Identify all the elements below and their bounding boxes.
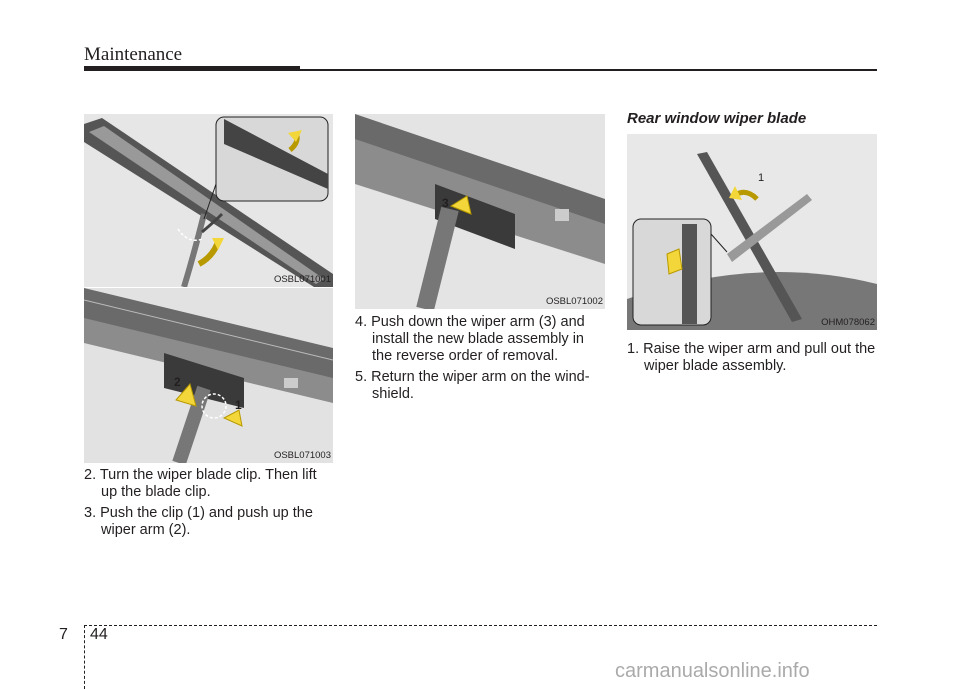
footer-divider (84, 625, 85, 689)
figure-clip-push: 2 1 OSBL071003 (84, 288, 333, 463)
column1-steps: 2. Turn the wiper blade clip. Then lift … (84, 467, 334, 543)
header-bar (84, 66, 300, 71)
figure-label-1: 1 (758, 172, 765, 184)
footer-rule (84, 625, 877, 626)
rear-wiper-illustration (627, 134, 877, 330)
header-rule (300, 69, 877, 71)
wiper-clip-illustration (84, 114, 333, 287)
figure-rear-wiper: 1 OHM078062 (627, 134, 877, 330)
figure-arm-push-down: 3 OSBL071002 (355, 114, 605, 309)
chapter-number: 7 (59, 626, 68, 643)
column2-steps: 4. Push down the wiper arm (3) and insta… (355, 314, 607, 407)
figure-label-1: 1 (235, 398, 242, 412)
step-5: 5. Return the wiper arm on the wind-shie… (355, 369, 590, 402)
step-1: 1. Raise the wiper arm and pull out the … (627, 341, 876, 374)
figure-code: OHM078062 (821, 317, 875, 328)
clip-push-illustration (84, 288, 333, 463)
arm-push-illustration (355, 114, 605, 309)
page-number: 44 (90, 626, 108, 643)
figure-code: OSBL071002 (545, 296, 603, 307)
column3-steps: 1. Raise the wiper arm and pull out the … (627, 341, 879, 379)
step-4: 4. Push down the wiper arm (3) and insta… (355, 314, 585, 364)
figure-code: OSBL071001 (273, 274, 331, 285)
figure-code: OSBL071003 (273, 450, 331, 461)
watermark: carmanualsonline.info (615, 660, 810, 682)
step-3: 3. Push the clip (1) and push up the wip… (84, 505, 313, 538)
figure-label-2: 2 (174, 375, 181, 389)
page-header-title: Maintenance (84, 44, 183, 65)
figure-label-3: 3 (442, 196, 449, 210)
section-title-rear-wiper: Rear window wiper blade (627, 110, 807, 127)
step-2: 2. Turn the wiper blade clip. Then lift … (84, 467, 317, 500)
figure-wiper-clip-turn: OSBL071001 (84, 114, 333, 287)
